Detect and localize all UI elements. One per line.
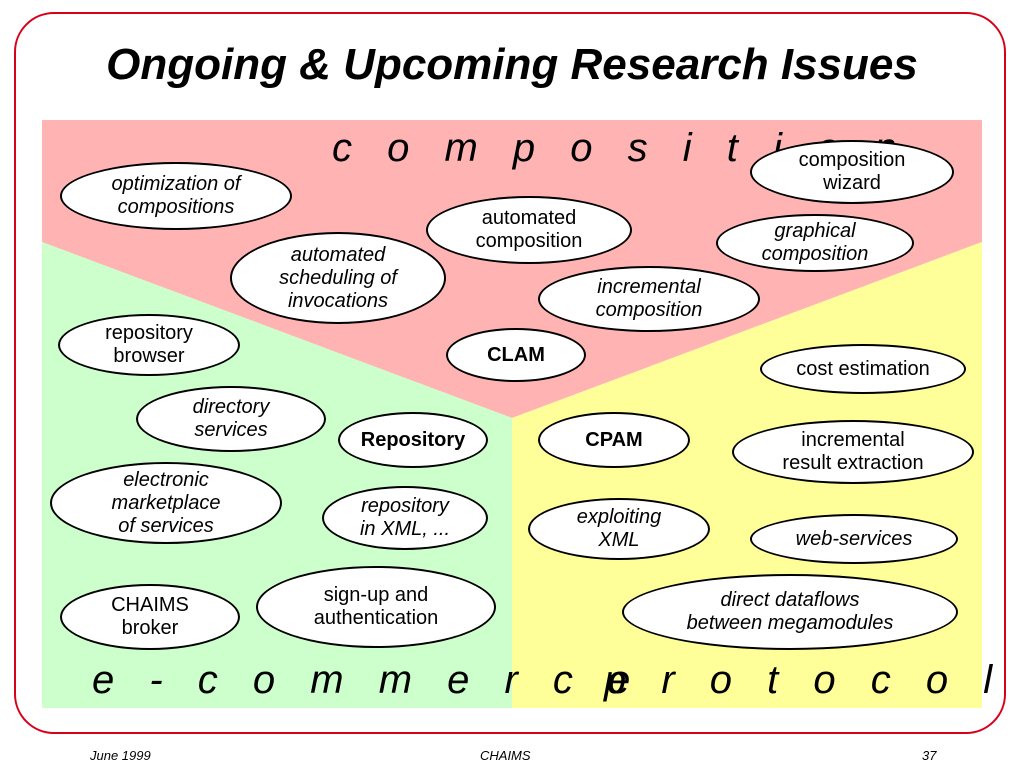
automated-scheduling-oval: automated scheduling of invocations <box>230 232 446 324</box>
slide-frame <box>14 12 1006 734</box>
repository-oval: Repository <box>338 412 488 468</box>
clam-oval: CLAM <box>446 328 586 382</box>
footer-page-number: 37 <box>922 748 937 763</box>
directory-services-oval: directory services <box>136 386 326 452</box>
incremental-result-extraction-oval: incremental result extraction <box>732 420 974 484</box>
protocol-label: p r o t o c o l <box>604 658 1005 702</box>
optimization-of-compositions-oval: optimization of compositions <box>60 162 292 230</box>
incremental-composition-oval: incremental composition <box>538 266 760 332</box>
web-services-oval: web-services <box>750 514 958 564</box>
direct-dataflows-oval: direct dataflows between megamodules <box>622 574 958 650</box>
slide-title: Ongoing & Upcoming Research Issues <box>106 40 918 89</box>
repository-browser-oval: repository browser <box>58 314 240 376</box>
ecommerce-label: e - c o m m e r c e <box>92 658 643 702</box>
footer-date: June 1999 <box>90 748 151 763</box>
cost-estimation-oval: cost estimation <box>760 344 966 394</box>
automated-composition-oval: automated composition <box>426 196 632 264</box>
graphical-composition-oval: graphical composition <box>716 214 914 272</box>
signup-authentication-oval: sign-up and authentication <box>256 566 496 648</box>
repository-in-xml-oval: repository in XML, ... <box>322 486 488 550</box>
composition-wizard-oval: composition wizard <box>750 140 954 204</box>
footer-center: CHAIMS <box>480 748 531 763</box>
chaims-broker-oval: CHAIMS broker <box>60 584 240 650</box>
cpam-oval: CPAM <box>538 412 690 468</box>
exploiting-xml-oval: exploiting XML <box>528 498 710 560</box>
electronic-marketplace-oval: electronic marketplace of services <box>50 462 282 544</box>
